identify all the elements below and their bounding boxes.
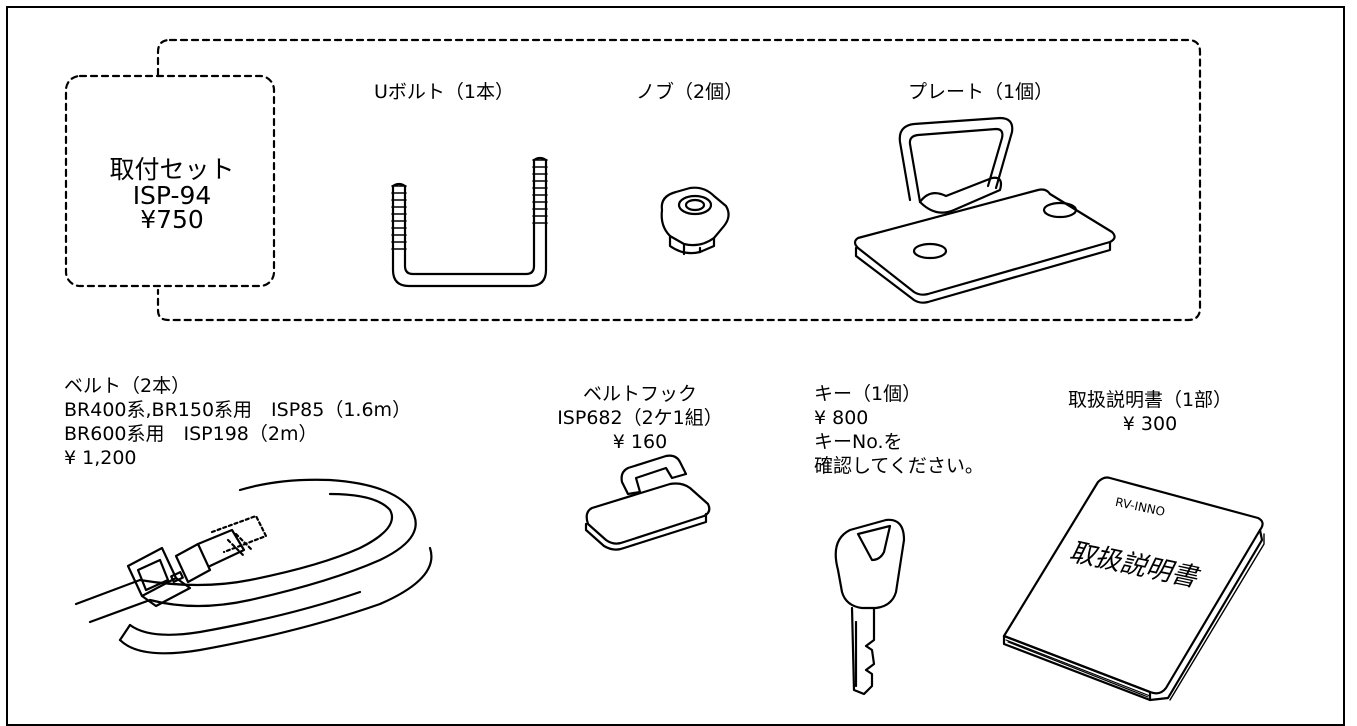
- manual-drawing: [1002, 476, 1265, 702]
- manual-price: ¥ 300: [1122, 413, 1178, 435]
- key-label: キー（1個）: [814, 383, 922, 405]
- plate-drawing: [853, 116, 1116, 304]
- belt-hook-price: ¥ 160: [612, 431, 668, 453]
- mount-set-price: ¥750: [140, 205, 204, 234]
- belt-spec-2: BR600系用 ISP198（2m）: [64, 423, 318, 445]
- illustrations: [64, 38, 1265, 702]
- mount-set-name: 取付セット: [109, 155, 235, 184]
- belt-hook-code: ISP682（2ケ1組）: [557, 407, 723, 429]
- u-bolt-label: Uボルト（1本）: [374, 81, 514, 103]
- key-price: ¥ 800: [814, 407, 869, 429]
- mount-set-dashed-box: [64, 74, 276, 288]
- mount-set-code: ISP-94: [132, 181, 212, 210]
- belt-drawing: [74, 478, 433, 655]
- knob-drawing: [660, 186, 730, 256]
- belt-price: ¥ 1,200: [64, 447, 137, 469]
- knob-label: ノブ（2個）: [636, 81, 744, 103]
- belt-label: ベルト（2本）: [64, 375, 191, 397]
- key-drawing: [834, 518, 906, 696]
- key-note-line-2: 確認してください。: [814, 455, 984, 477]
- manual-label: 取扱説明書（1部）: [1067, 389, 1233, 411]
- belt-hook-drawing: [584, 454, 711, 551]
- belt-hook-label: ベルトフック: [582, 383, 697, 405]
- kit-dashed-outline: [156, 38, 1202, 322]
- key-note-line-1: キーNo.を: [814, 431, 903, 453]
- belt-spec-1: BR400系,BR150系用 ISP85（1.6m）: [64, 399, 412, 421]
- plate-label: プレート（1個）: [908, 81, 1054, 103]
- u-bolt-drawing: [391, 156, 548, 288]
